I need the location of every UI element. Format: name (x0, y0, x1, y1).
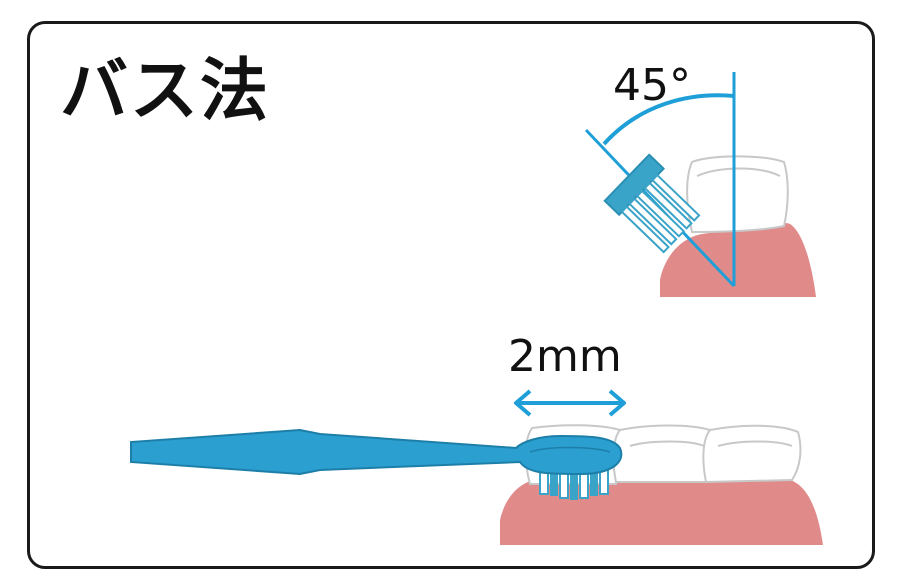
tooth-front-3 (702, 424, 802, 484)
gum-side-view (660, 222, 816, 297)
tooth-side-view (686, 155, 789, 234)
toothbrush-handle (130, 428, 623, 476)
distance-arrow (514, 389, 626, 417)
diagram-title: バス法 (60, 52, 271, 131)
angle-detail: 45° (584, 60, 816, 297)
angle-label: 45° (613, 60, 691, 111)
toothbrush-angled (603, 153, 701, 254)
distance-label: 2mm (508, 331, 622, 382)
tooth-front-2 (612, 424, 714, 483)
angle-arc (602, 93, 735, 146)
toothbrush-bristles (539, 461, 609, 500)
placement-detail: 2mm (130, 331, 823, 545)
